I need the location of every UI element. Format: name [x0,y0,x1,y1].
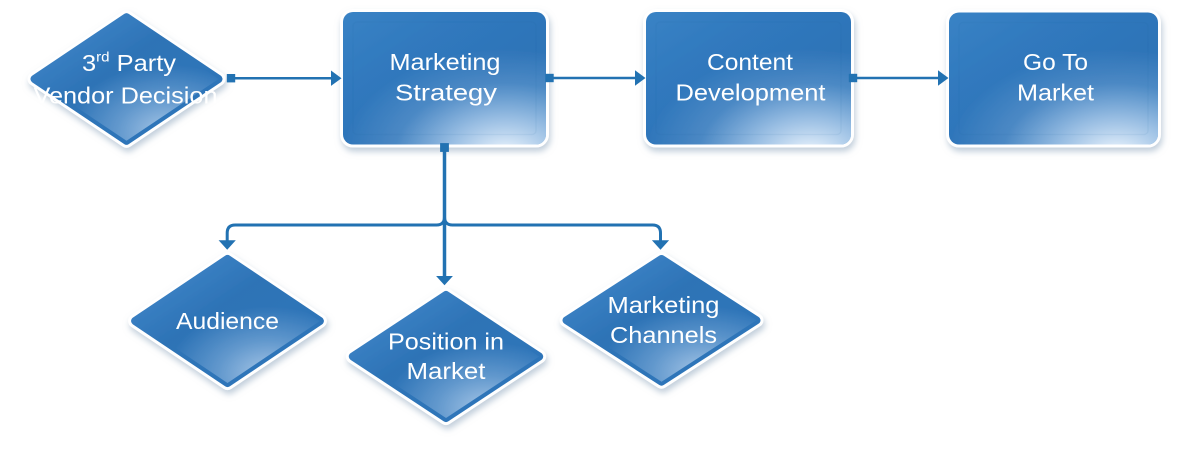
svg-text:Content: Content [707,49,793,75]
svg-text:Go To: Go To [1023,49,1088,75]
svg-text:Vendor Decision: Vendor Decision [34,83,218,109]
svg-text:3rd Party: 3rd Party [82,48,176,76]
svg-text:Development: Development [676,80,827,106]
svg-text:Market: Market [407,358,487,384]
svg-text:Audience: Audience [176,308,279,334]
svg-text:Position in: Position in [388,329,504,355]
svg-text:Market: Market [1017,79,1094,105]
svg-text:Strategy: Strategy [395,80,497,106]
svg-text:Marketing: Marketing [390,49,501,75]
svg-text:Channels: Channels [610,322,717,348]
svg-text:Marketing: Marketing [608,292,720,318]
